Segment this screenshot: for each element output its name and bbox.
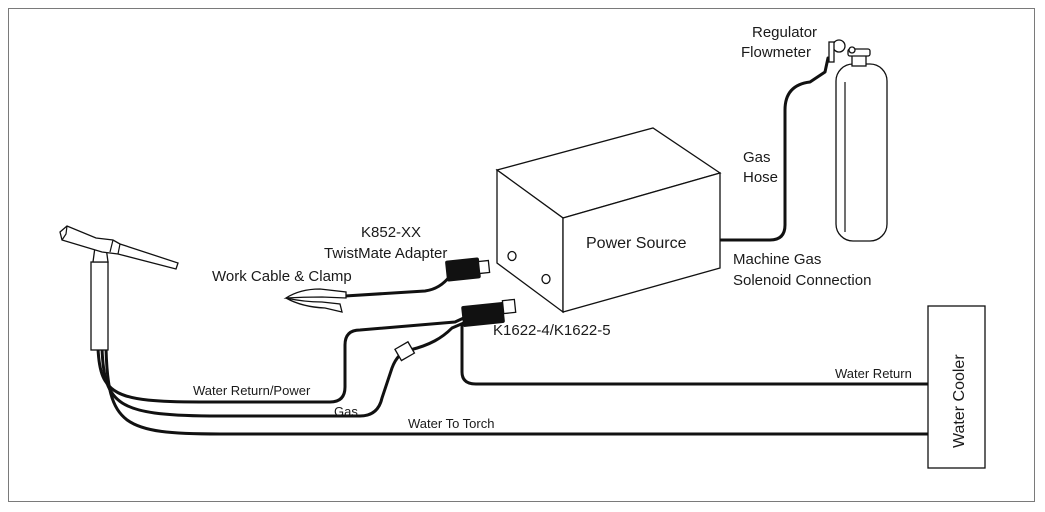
power-source-port-upper xyxy=(507,250,517,262)
adapter-label-line2: TwistMate Adapter xyxy=(324,245,447,262)
water-return-label: Water Return xyxy=(835,366,912,381)
regulator-label: Regulator xyxy=(752,24,817,41)
gas-hose-connector xyxy=(408,320,468,352)
adapter-tip xyxy=(477,259,491,275)
inline-gas-filter xyxy=(394,340,416,362)
water-to-torch-hose xyxy=(104,346,930,436)
regulator-gauge xyxy=(832,39,846,53)
diagram-frame xyxy=(8,8,1035,502)
hoses xyxy=(96,56,930,436)
labels: Regulator Flowmeter Gas Hose Machine Gas… xyxy=(193,24,912,431)
water-return-power-label: Water Return/Power xyxy=(193,383,311,398)
work-cable-label: Work Cable & Clamp xyxy=(212,268,352,285)
clamp-jaw-upper xyxy=(283,288,347,299)
torch-handle xyxy=(90,261,109,351)
water-cooler: Water Cooler xyxy=(927,305,986,469)
torch-cap xyxy=(61,225,68,241)
gas-hose-label-line1: Gas xyxy=(743,149,771,166)
water-to-torch-label: Water To Torch xyxy=(408,416,494,431)
machine-gas-label-line2: Solenoid Connection xyxy=(733,272,871,289)
water-return-power-hose xyxy=(96,314,470,404)
connector-tip xyxy=(501,298,517,315)
power-source-label: Power Source xyxy=(586,235,687,252)
power-source-port-lower xyxy=(541,273,551,285)
machine-gas-label-line1: Machine Gas xyxy=(733,251,821,268)
water-cooler-box xyxy=(927,305,986,469)
k1622-label: K1622-4/K1622-5 xyxy=(493,322,611,339)
water-return-hose xyxy=(460,322,930,386)
gas-label: Gas xyxy=(334,404,358,419)
connector-body xyxy=(461,302,505,327)
gas-hose-torch xyxy=(100,346,412,418)
regulator-knob xyxy=(848,46,856,54)
k1622-connector xyxy=(461,298,517,327)
water-cooler-label: Water Cooler xyxy=(951,354,968,448)
adapter-body xyxy=(445,257,481,282)
power-source-box: Power Source xyxy=(495,127,722,314)
adapter-label-line1: K852-XX xyxy=(361,224,421,241)
tig-torch xyxy=(59,225,179,351)
twistmate-adapter xyxy=(445,257,491,282)
work-cable xyxy=(343,274,452,298)
torch-nozzle xyxy=(117,243,121,255)
power-source-front xyxy=(562,172,721,313)
gas-cylinder xyxy=(828,39,888,242)
ground-clamp xyxy=(283,288,347,313)
flowmeter-label: Flowmeter xyxy=(741,44,811,61)
gas-supply-hose xyxy=(719,56,830,242)
gas-hose-label-line2: Hose xyxy=(743,169,778,186)
torch-collet xyxy=(109,239,114,253)
clamp-jaw-lower xyxy=(285,297,343,313)
flowmeter-body xyxy=(828,41,835,63)
cylinder-body xyxy=(835,63,888,242)
